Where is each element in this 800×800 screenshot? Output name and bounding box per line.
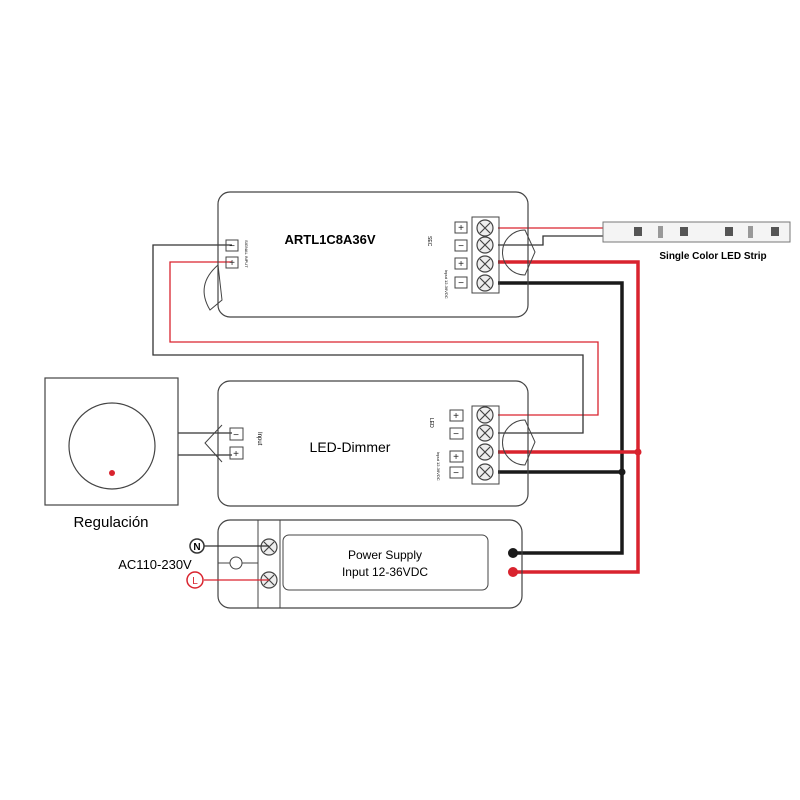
svg-text:+: + (458, 223, 464, 234)
ps-plus-terminal (508, 567, 518, 577)
svg-text:−: − (233, 430, 239, 441)
power-minus-wire (498, 281, 624, 555)
svg-text:+: + (458, 259, 464, 270)
svg-text:−: − (458, 278, 464, 289)
svg-text:+: + (233, 449, 239, 460)
ps-minus-terminal (508, 548, 518, 558)
dimmer-power-label: Input 12-36VDC (436, 452, 441, 481)
led-strip: Single Color LED Strip (602, 221, 791, 262)
strip-minus-wire (498, 235, 610, 246)
junction-red (634, 448, 642, 456)
sec-label: SEC (426, 236, 432, 247)
controller-box: ARTL1C8A36V +− +− −+ SEC Input 12-36VDC … (203, 191, 536, 318)
dimmer-input-label: Input (256, 432, 262, 446)
dimmer-title: LED-Dimmer (310, 439, 391, 455)
led-strip-label: Single Color LED Strip (659, 251, 766, 262)
neutral-symbol: N (193, 542, 200, 553)
dimmer-led-label: LED (428, 418, 434, 428)
svg-text:−: − (453, 429, 459, 440)
power-wires (498, 260, 640, 574)
signal-plus-wire (169, 261, 599, 416)
ps-line1: Power Supply (348, 548, 422, 562)
junction-black (618, 468, 626, 476)
controller-input-label: Input 12-36VDC (444, 270, 449, 299)
svg-text:−: − (453, 468, 459, 479)
signal-wires (152, 227, 610, 456)
svg-text:−: − (458, 241, 464, 252)
ac-label: AC110-230V (118, 557, 192, 572)
dimmer-knob-panel: Regulación (44, 377, 179, 531)
svg-text:−: − (229, 241, 235, 252)
ps-line2: Input 12-36VDC (342, 565, 428, 579)
svg-text:+: + (453, 411, 459, 422)
power-plus-wire (498, 260, 640, 574)
dimmer-box: LED-Dimmer + − + − − + Input LED Input 12-3… (204, 380, 536, 507)
controller-title: ARTL1C8A36V (284, 232, 375, 247)
knob-indicator (109, 470, 115, 476)
svg-text:+: + (229, 258, 235, 269)
svg-text:+: + (453, 452, 459, 463)
power-supply: Power Supply Input 12-36VDC N L AC110-23… (118, 519, 523, 609)
knob-cable (178, 432, 232, 456)
knob[interactable] (68, 402, 156, 490)
line-symbol: L (192, 576, 198, 587)
knob-label: Regulación (73, 514, 148, 531)
signal-minus-wire (152, 244, 584, 434)
signal-input-label: SIGNAL INPUT (244, 240, 249, 268)
